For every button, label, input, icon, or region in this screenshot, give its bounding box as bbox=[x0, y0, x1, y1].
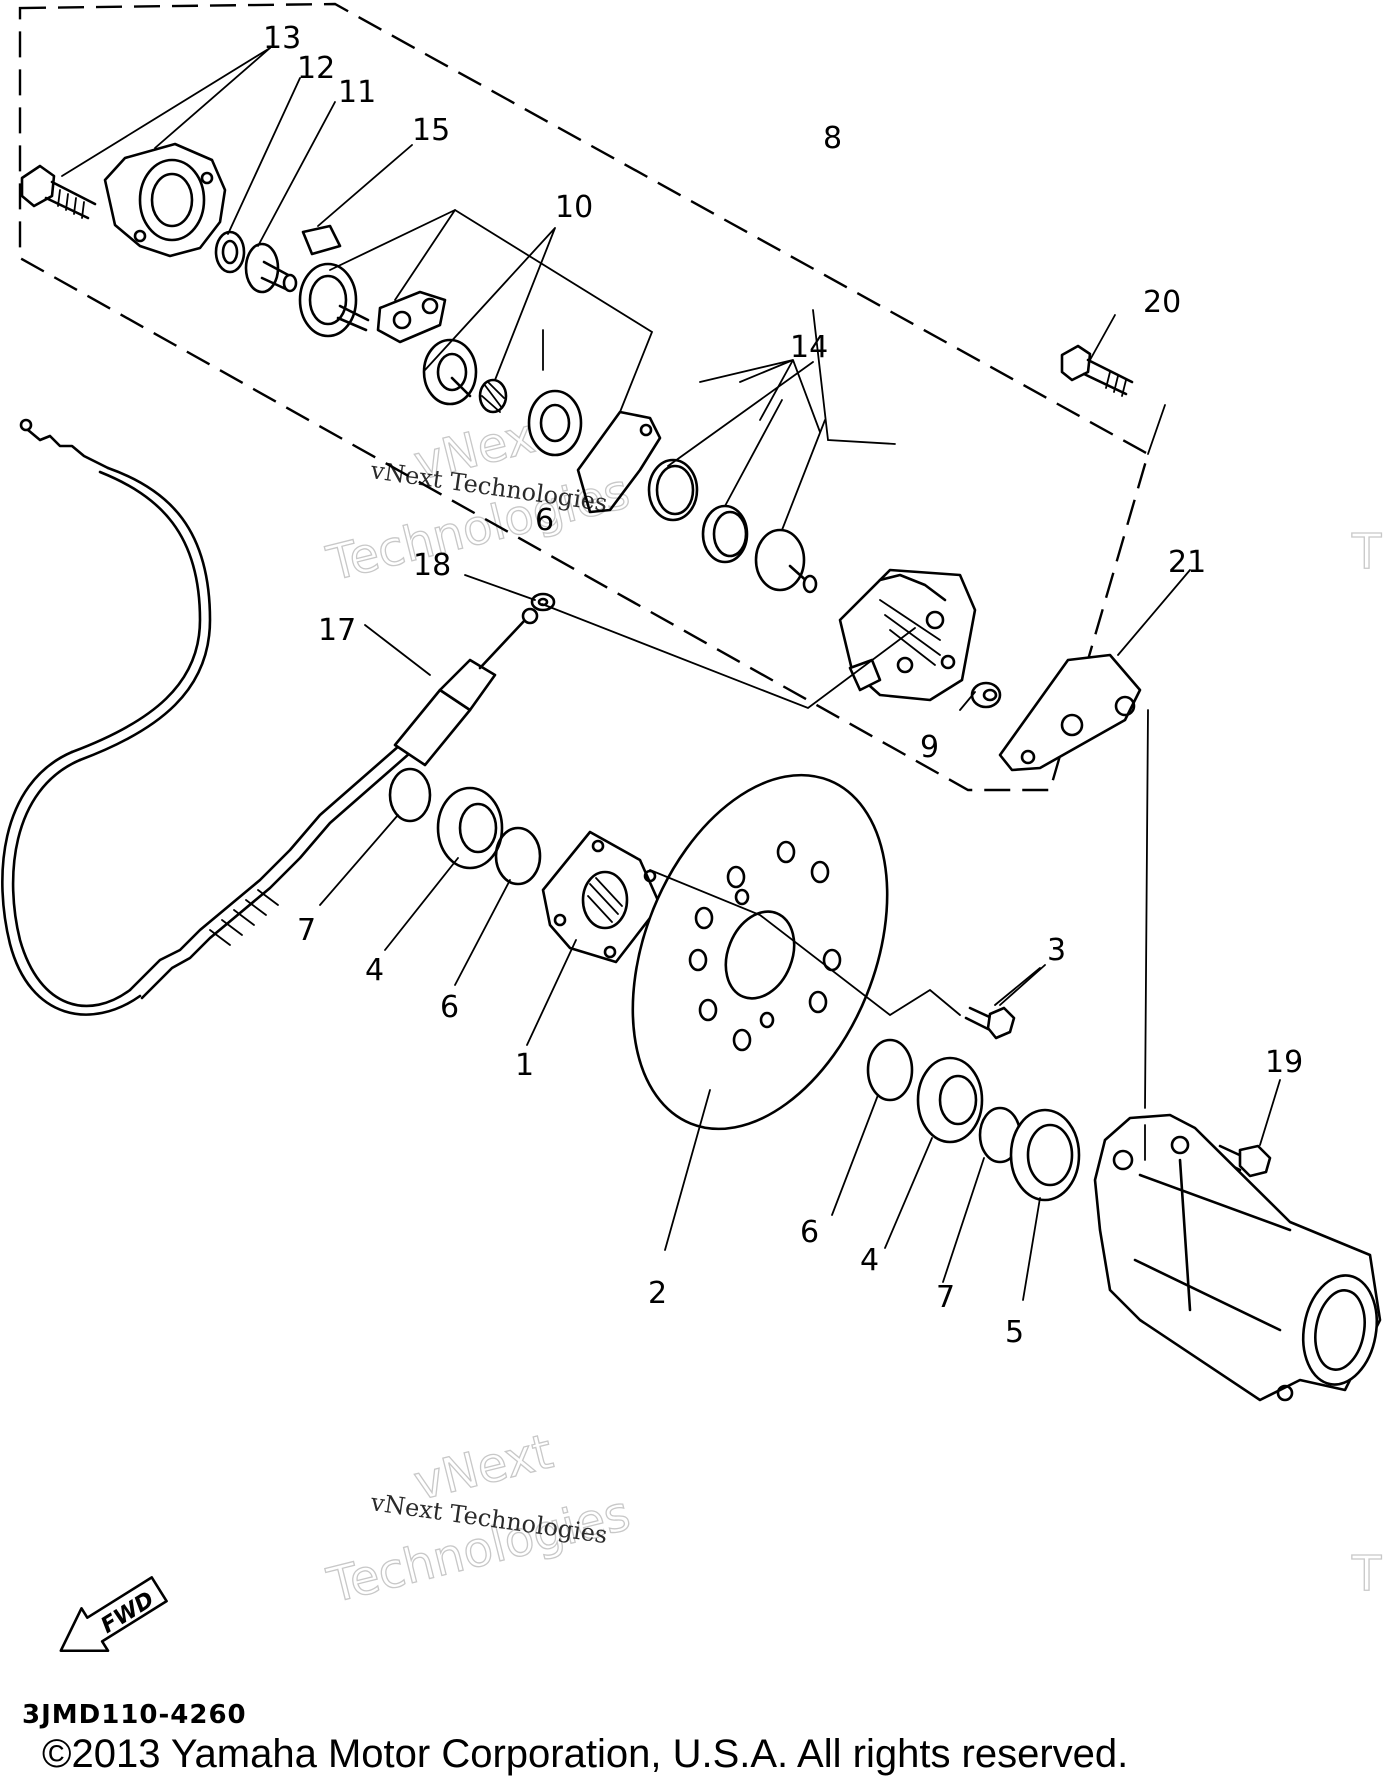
pin-15 bbox=[301, 224, 342, 256]
circlip-7-left bbox=[388, 767, 432, 823]
copyright-notice: ©2013 Yamaha Motor Corporation, U.S.A. A… bbox=[42, 1732, 1129, 1776]
watermark-bottom: vNext Technologies vNext Technologies bbox=[321, 1423, 636, 1615]
callout-20: 20 bbox=[1143, 285, 1181, 320]
fwd-arrow-icon: FWD bbox=[59, 1576, 168, 1653]
callout-7-left: 7 bbox=[297, 913, 316, 948]
callout-18: 18 bbox=[413, 548, 451, 583]
brake-disc bbox=[631, 773, 889, 1131]
callout-3: 3 bbox=[1047, 933, 1066, 968]
adjuster-11 bbox=[244, 242, 298, 294]
watermark-top: vNext Technologies vNext Technologies bbox=[321, 403, 636, 593]
callout-6-right: 6 bbox=[800, 1215, 819, 1250]
brake-cable bbox=[1, 418, 412, 1016]
callout-7-right: 7 bbox=[936, 1280, 955, 1315]
axle-housing bbox=[1093, 1113, 1382, 1402]
callout-5: 5 bbox=[1005, 1315, 1024, 1350]
circlip-6-right bbox=[866, 1038, 914, 1102]
callout-19: 19 bbox=[1265, 1045, 1303, 1080]
callout-14: 14 bbox=[790, 330, 828, 365]
cable-adjuster bbox=[393, 607, 539, 767]
callout-8: 8 bbox=[823, 121, 842, 156]
bleeder-9 bbox=[970, 681, 1002, 709]
seal-12 bbox=[214, 230, 246, 274]
bolt-3 bbox=[964, 1006, 1016, 1040]
callout-12: 12 bbox=[297, 51, 335, 86]
callout-10: 10 bbox=[555, 190, 593, 225]
hub-1 bbox=[541, 830, 662, 964]
callout-11: 11 bbox=[338, 75, 376, 110]
callout-1: 1 bbox=[515, 1048, 534, 1083]
bearing-4-left bbox=[436, 786, 504, 870]
callout-21: 21 bbox=[1168, 545, 1206, 580]
callouts: 13 12 11 15 8 10 20 14 6 21 18 17 9 3 7 … bbox=[263, 21, 1303, 1350]
callout-2: 2 bbox=[648, 1276, 667, 1311]
bolt-13 bbox=[20, 164, 97, 220]
callout-13: 13 bbox=[263, 21, 301, 56]
watermark-edge-top: T bbox=[1351, 524, 1382, 580]
callout-15: 15 bbox=[412, 113, 450, 148]
oil-seal-5 bbox=[1009, 1108, 1081, 1202]
callout-4-right: 4 bbox=[860, 1243, 879, 1278]
callout-17: 17 bbox=[318, 613, 356, 648]
caliper-internal-parts bbox=[298, 262, 583, 457]
piston-set-14 bbox=[647, 458, 818, 594]
callout-6-left: 6 bbox=[440, 990, 459, 1025]
bolt-20 bbox=[1060, 344, 1134, 397]
circlip-6-left bbox=[494, 826, 542, 886]
gasket bbox=[576, 410, 662, 514]
callout-6-top: 6 bbox=[535, 503, 554, 538]
watermark-edge-bottom: T bbox=[1351, 1546, 1382, 1602]
caliper-body bbox=[838, 568, 977, 702]
leader-lines bbox=[61, 47, 1281, 1301]
bearing-4-right bbox=[916, 1056, 984, 1144]
diagram-code: 3JMD110-4260 bbox=[22, 1700, 247, 1730]
callout-4-left: 4 bbox=[365, 953, 384, 988]
caliper-bracket bbox=[998, 653, 1142, 772]
callout-9: 9 bbox=[920, 730, 939, 765]
assembly-boundary bbox=[18, 2, 1150, 792]
caliper-cover bbox=[103, 142, 227, 258]
